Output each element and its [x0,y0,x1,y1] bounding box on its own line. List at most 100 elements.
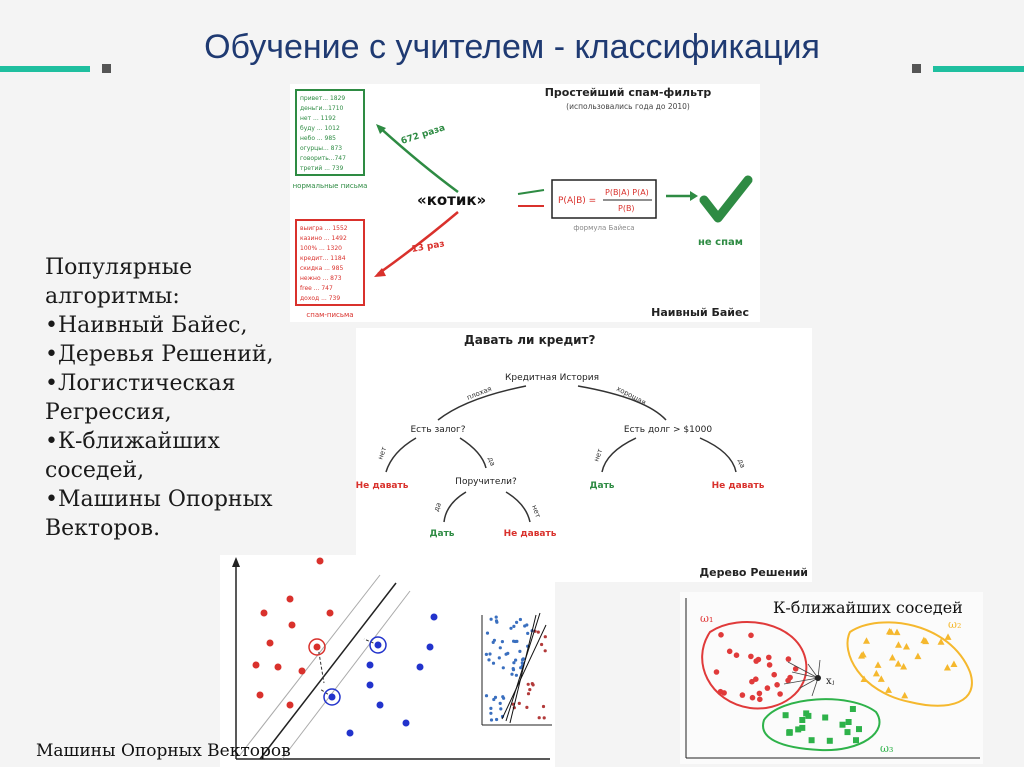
naive-bayes-panel: Простейший спам-фильтр (использовались г… [290,84,760,322]
knn-omega1: ω₁ [700,612,713,625]
knn-point-class-3 [845,719,852,725]
knn-point-class-3 [795,726,802,733]
inset-point [510,672,514,676]
knn-neighbor-link [787,661,819,679]
svm-point [366,661,374,669]
knn-point-class-2 [877,675,885,682]
svm-margin-right [281,590,411,760]
inset-point [504,652,508,656]
knn-neighbor-link [817,659,821,679]
svm-inset [472,607,552,727]
inset-point [525,705,529,709]
knn-point-class-3 [803,710,810,717]
knn-point-class-2 [922,637,930,645]
algorithm-item: Векторов. [45,516,161,541]
edge-guar-no [505,491,531,523]
knn-panel: xⱼ ω₁ ω₂ ω₃ [680,592,983,764]
svm-support-link-1 [317,646,325,684]
inset-point [489,706,493,710]
edge-right-no-label: нет [592,448,604,463]
inset-point [515,620,519,624]
inset-point [500,640,504,644]
knn-point-class-1 [792,666,799,672]
knn-point-class-1 [777,691,783,697]
inset-point [494,615,498,619]
algorithm-item: •Деревья Решений, [45,342,274,367]
edge-right-no [601,437,637,473]
knn-point-class-2 [885,686,893,693]
inset-point [512,624,516,628]
inset-boundary-2 [509,614,537,724]
knn-point-class-1 [771,671,777,678]
knn-point-class-1 [749,694,756,701]
tree-caption: Дерево Решений [699,566,808,579]
knn-point-class-2 [872,669,880,677]
knn-point-class-1 [739,692,746,698]
node-debt: Есть долг > $1000 [624,425,712,435]
inset-point [501,666,505,670]
inset-point [489,711,493,715]
spam-label: спам-письма [306,311,353,319]
algorithm-item: •К-ближайших [45,429,220,454]
knn-point-class-2 [944,633,952,640]
inset-point [484,652,488,656]
knn-point-class-3 [822,714,829,721]
spam-word: выигра ... 1552 [300,225,348,232]
edge-guar-yes [443,491,467,523]
svm-point [416,663,424,671]
inset-point [492,697,496,702]
spam-word: доход ... 739 [300,295,340,302]
edge-left-yes-label: да [486,456,497,467]
knn-point-class-2 [894,641,902,648]
spam-word: кредит... 1184 [300,255,346,262]
knn-neighbor-link [791,671,819,679]
svm-point [286,595,294,603]
green-arrowhead [376,124,386,134]
leaf-give-1: Дать [430,529,455,539]
knn-point-class-2 [863,637,871,644]
svm-y-arrow [232,557,240,567]
svm-support-vector-red [308,638,326,656]
verdict-label: не спам [698,237,743,248]
knn-point-class-3 [826,737,833,744]
knn-point-class-2 [937,638,945,645]
svm-point [328,693,336,701]
knn-point-class-3 [839,721,846,728]
knn-point-class-3 [844,729,851,736]
decision-tree-diagram: Давать ли кредит? Кредитная История плох… [356,333,808,579]
inset-point [512,661,516,665]
knn-point-class-1 [733,652,740,658]
inset-point [518,649,522,653]
knn-point-class-3 [808,737,815,744]
knn-point-class-2 [900,663,908,670]
green-arrow [377,125,459,194]
inset-point [485,631,490,635]
inset-point [488,652,492,656]
red-arrow [377,211,459,276]
arrow-to-formula-1 [517,189,545,195]
edge-right-yes-label: да [736,458,747,469]
knn-point-class-3 [782,712,789,719]
knn-point-class-2 [888,654,896,661]
count-green: 672 раза [400,123,447,147]
svm-diagram [232,557,552,760]
svm-point [252,661,260,669]
leaf-dont-1: Не давать [356,481,409,491]
knn-point-class-1 [748,653,754,660]
spam-filter-subtitle: (использовались года до 2010) [566,102,690,111]
edge-left-no-label: нет [376,446,388,461]
accent-square-left [102,64,111,73]
naive-bayes-diagram: Простейший спам-фильтр (использовались г… [293,86,753,319]
knn-point-class-2 [902,643,910,650]
accent-bar-left [0,66,90,72]
knn-neighbor-link [811,677,819,697]
svm-support-vector-blue-1 [369,636,387,654]
svm-point [286,701,294,709]
algorithms-list: Популярные алгоритмы: •Наивный Байес, •Д… [45,253,320,543]
knn-point-class-2 [894,660,902,667]
normal-word: привет... 1829 [300,95,345,102]
decision-tree-panel: Давать ли кредит? Кредитная История плох… [356,328,812,582]
normal-word: деньги...1710 [300,105,344,112]
inset-point [523,624,527,628]
formula-numerator: P(B|A) P(A) [605,188,649,197]
